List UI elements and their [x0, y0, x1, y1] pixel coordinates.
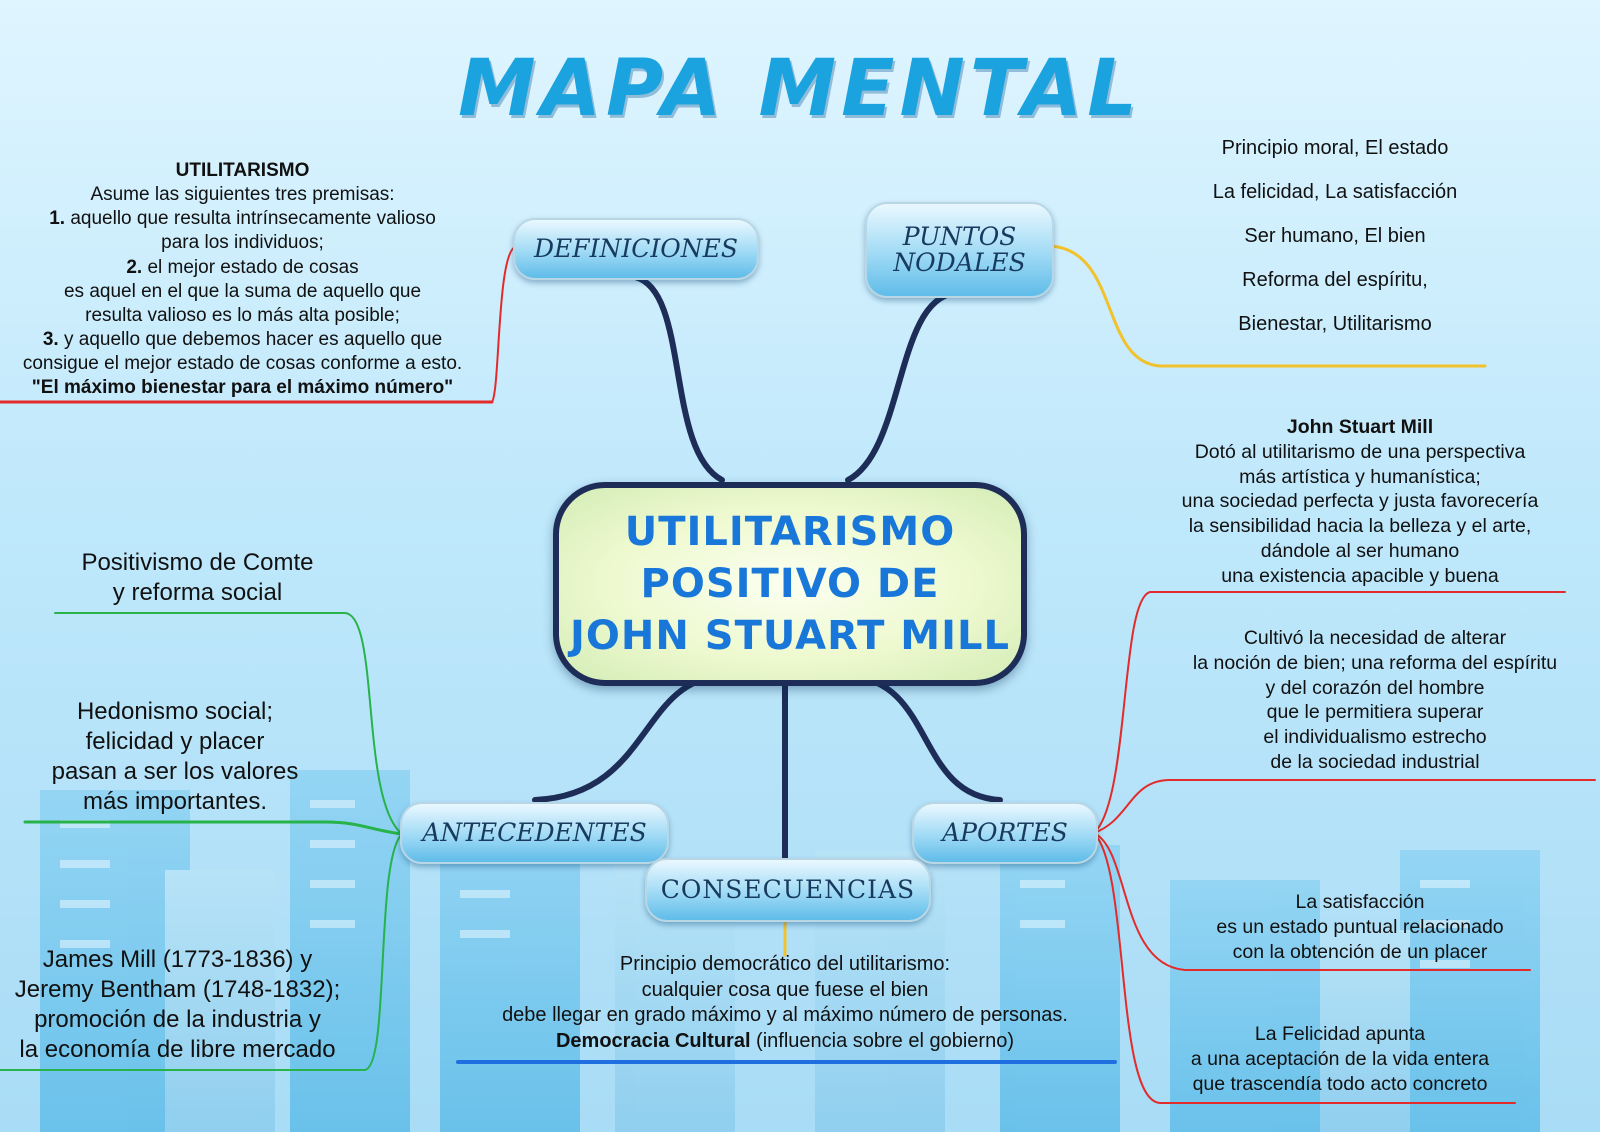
trunk-definiciones	[632, 274, 725, 483]
antecedente-line: pasan a ser los valores	[51, 758, 299, 785]
antecedente-line: promoción de la industria y	[34, 1006, 321, 1033]
premise-2-line: es aquel en el que la suma de aquello qu…	[63, 280, 422, 302]
definiciones-heading: UTILITARISMO	[175, 160, 310, 181]
trunk-antecedentes	[532, 673, 725, 803]
aporte-line: que le permitiera superar	[1266, 701, 1484, 724]
central-node-line: POSITIVO DE	[640, 561, 940, 607]
consecuencias-line: debe llegar en grado máximo y al máximo …	[502, 1004, 1068, 1027]
central-node-line: JOHN STUART MILL	[570, 613, 1010, 659]
central-node[interactable]: UTILITARISMO POSITIVO DE JOHN STUART MIL…	[553, 482, 1027, 686]
aporte-john-stuart-mill: John Stuart Mill Dotó al utilitarismo de…	[1140, 415, 1580, 588]
puntos-nodales-item: Principio moral, El estado	[1221, 137, 1449, 159]
link-aportes-4	[1093, 832, 1516, 1104]
antecedente-line: más importantes.	[82, 788, 268, 815]
definiciones-quote: "El máximo bienestar para el máximo núme…	[31, 377, 454, 399]
aporte-line: dándole al ser humano	[1260, 539, 1460, 562]
node-puntos-nodales-label: PUNTOS	[902, 221, 1017, 251]
link-antecedentes-1	[54, 612, 403, 835]
antecedente-line: y reforma social	[112, 579, 283, 606]
antecedente-line: Positivismo de Comte	[81, 549, 314, 576]
aporte-felicidad: La Felicidad apunta a una aceptación de …	[1130, 1022, 1550, 1096]
aporte-line: y del corazón del hombre	[1265, 676, 1485, 699]
trunk-puntos-nodales	[845, 290, 958, 483]
definiciones-intro: Asume las siguientes tres premisas:	[90, 184, 395, 206]
node-aportes-label: APORTES	[942, 817, 1068, 847]
antecedente-line: felicidad y placer	[85, 728, 265, 755]
link-aportes-2	[1093, 779, 1596, 834]
central-node-line: UTILITARISMO	[624, 509, 956, 555]
node-puntos-nodales-label: NODALES	[893, 248, 1026, 277]
aporte-line: Dotó al utilitarismo de una perspectiva	[1194, 440, 1526, 463]
consecuencias-democracia: Democracia Cultural (influencia sobre el…	[555, 1029, 1014, 1052]
aporte-heading: John Stuart Mill	[1286, 416, 1434, 438]
puntos-nodales-item: Bienestar, Utilitarismo	[1238, 313, 1432, 335]
aporte-satisfaccion: La satisfacción es un estado puntual rel…	[1150, 890, 1570, 964]
link-aportes-3	[1093, 832, 1531, 971]
node-antecedentes-label: ANTECEDENTES	[422, 817, 647, 847]
premise-3: 3. y aquello que debemos hacer es aquell…	[42, 328, 443, 350]
node-definiciones-label: DEFINICIONES	[533, 233, 739, 263]
puntos-nodales-list: Principio moral, El estado La felicidad,…	[1140, 126, 1530, 346]
node-definiciones[interactable]: DEFINICIONES	[513, 218, 759, 280]
aporte-line: el individualismo estrecho	[1263, 726, 1487, 748]
premise-3-line: consigue el mejor estado de cosas confor…	[22, 353, 463, 374]
aporte-line: una existencia apacible y buena	[1221, 564, 1499, 587]
antecedente-line: la economía de libre mercado	[19, 1036, 336, 1063]
aporte-line: de la sociedad industrial	[1270, 750, 1480, 773]
definiciones-text: UTILITARISMO Asume las siguientes tres p…	[0, 159, 485, 400]
consecuencias-text: Principio democrático del utilitarismo: …	[460, 952, 1110, 1054]
premise-2-line: resulta valioso es lo más alta posible;	[85, 304, 400, 326]
antecedente-mill-bentham: James Mill (1773-1836) y Jeremy Bentham …	[0, 945, 355, 1065]
consecuencias-line: cualquier cosa que fuese el bien	[641, 978, 929, 1001]
aporte-line: es un estado puntual relacionado	[1216, 915, 1504, 938]
antecedente-line: Jeremy Bentham (1748-1832);	[14, 976, 341, 1003]
consecuencias-line: Principio democrático del utilitarismo:	[619, 953, 951, 975]
premise-1: 1. aquello que resulta intrínsecamente v…	[49, 208, 436, 230]
premise-1-line: para los individuos;	[161, 232, 324, 254]
link-puntos-nodales	[1048, 244, 1487, 368]
link-antecedentes-2	[23, 820, 404, 836]
antecedente-hedonismo: Hedonismo social; felicidad y placer pas…	[20, 697, 330, 817]
puntos-nodales-item: Ser humano, El bien	[1244, 225, 1426, 247]
aporte-line: con la obtención de un placer	[1232, 940, 1488, 963]
aporte-line: que trascendía todo acto concreto	[1192, 1072, 1488, 1095]
node-consecuencias[interactable]: CONSECUENCIAS	[645, 858, 931, 922]
aporte-line: más artística y humanística;	[1239, 465, 1481, 488]
node-consecuencias-label: CONSECUENCIAS	[660, 874, 916, 904]
aporte-line: La satisfacción	[1295, 891, 1425, 913]
link-definiciones	[491, 246, 516, 403]
antecedente-comte: Positivismo de Comte y reforma social	[45, 548, 350, 608]
antecedente-line: Hedonismo social;	[76, 698, 274, 725]
link-aportes-1	[1093, 591, 1566, 834]
antecedente-line: James Mill (1773-1836) y	[42, 946, 313, 973]
node-aportes[interactable]: APORTES	[912, 802, 1098, 864]
puntos-nodales-item: La felicidad, La satisfacción	[1212, 181, 1458, 203]
link-antecedentes-3	[0, 833, 403, 1071]
aporte-line: la noción de bien; una reforma del espír…	[1192, 651, 1558, 674]
aporte-line: una sociedad perfecta y justa favorecerí…	[1181, 490, 1539, 513]
node-antecedentes[interactable]: ANTECEDENTES	[400, 802, 669, 864]
aporte-line: Cultivó la necesidad de alterar	[1243, 627, 1507, 649]
aporte-line: la sensibilidad hacia la belleza y el ar…	[1188, 515, 1532, 537]
node-puntos-nodales[interactable]: PUNTOS NODALES	[865, 202, 1054, 298]
premise-2: 2. el mejor estado de cosas	[126, 256, 359, 278]
aporte-line: La Felicidad apunta	[1254, 1023, 1426, 1045]
trunk-aportes	[845, 673, 1003, 803]
puntos-nodales-item: Reforma del espíritu,	[1242, 269, 1428, 291]
aporte-reforma: Cultivó la necesidad de alterar la noció…	[1150, 626, 1600, 775]
aporte-line: a una aceptación de la vida entera	[1190, 1047, 1490, 1070]
page-title: MAPA MENTAL	[458, 44, 1142, 134]
